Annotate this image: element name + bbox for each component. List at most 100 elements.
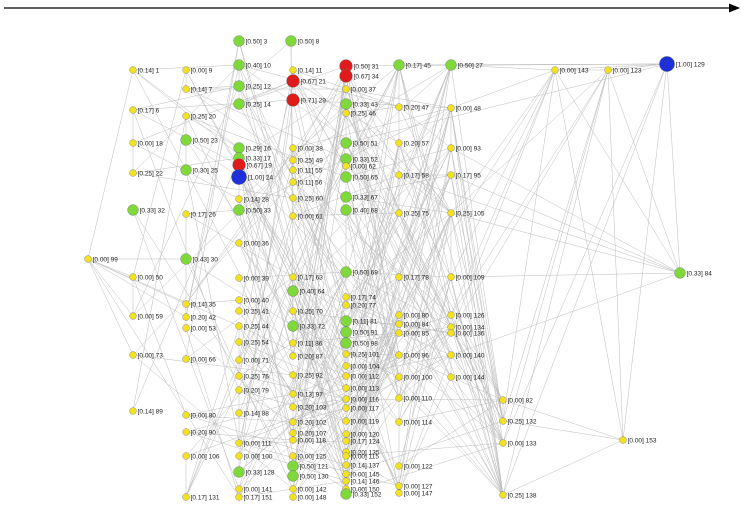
- node-label: [0.17] 26: [191, 211, 217, 218]
- graph-edge: [345, 64, 452, 482]
- graph-edge: [398, 323, 452, 334]
- node-label: [0.00] 153: [628, 437, 657, 444]
- graph-edge: [502, 63, 668, 496]
- graph-node: [0.50] 65: [340, 171, 378, 183]
- node-marker: [233, 204, 245, 216]
- node-label: [0.00] 18: [138, 140, 164, 147]
- node-label: [0.30] 25: [193, 167, 219, 174]
- graph-edge: [450, 174, 681, 274]
- node-label: [0.40] 10: [246, 62, 272, 69]
- graph-edge: [185, 169, 347, 482]
- node-label: [0.25] 54: [244, 339, 270, 346]
- node-marker: [619, 436, 627, 444]
- node-label: [0.00] 62: [351, 163, 377, 170]
- node-marker: [182, 493, 190, 501]
- node-label: [0.00] 116: [351, 396, 380, 403]
- graph-node: [0.00] 153: [619, 436, 657, 444]
- graph-node: [0.00] 118: [289, 436, 326, 444]
- graph-node: [0.00] 116: [342, 395, 380, 403]
- node-marker: [129, 312, 137, 320]
- node-marker: [342, 477, 350, 485]
- node-marker: [233, 466, 245, 478]
- timeline-arrow-head: [729, 3, 740, 13]
- graph-edge: [554, 69, 681, 274]
- graph-edge: [345, 103, 452, 214]
- graph-edge: [345, 64, 400, 178]
- graph-edge: [450, 69, 556, 109]
- graph-edge: [238, 40, 292, 87]
- graph-edge: [345, 212, 400, 367]
- node-label: [0.17] 95: [456, 172, 482, 179]
- node-marker: [287, 460, 299, 472]
- graph-edge: [398, 276, 452, 467]
- graph-edge: [238, 176, 400, 487]
- graph-node: [0.20] 77: [342, 301, 376, 309]
- node-marker: [340, 337, 352, 349]
- graph-edge: [185, 387, 347, 433]
- node-label: [0.00] 148: [298, 494, 327, 501]
- node-marker: [289, 307, 297, 315]
- node-label: [0.50] 69: [353, 269, 379, 276]
- graph-edge: [185, 431, 347, 482]
- node-marker: [233, 59, 245, 71]
- node-marker: [499, 417, 507, 425]
- node-label: [0.00] 111: [244, 440, 272, 447]
- node-label: [0.00] 134: [456, 324, 485, 331]
- graph-edge: [185, 327, 240, 498]
- graph-edge: [398, 212, 452, 378]
- graph-edge: [238, 85, 347, 435]
- node-label: [0.67] 21: [301, 78, 327, 85]
- graph-edge: [238, 64, 400, 200]
- graph-node: [0.40] 10: [233, 59, 272, 71]
- graph-edge: [398, 212, 452, 325]
- node-label: [0.17] 63: [298, 274, 324, 281]
- graph-node: [0.00] 50: [129, 273, 163, 281]
- node-marker: [395, 489, 403, 497]
- node-marker: [604, 66, 612, 74]
- node-label: [0.00] 127: [404, 483, 433, 490]
- node-label: [0.00] 147: [404, 490, 433, 497]
- node-label: [0.00] 85: [404, 330, 430, 337]
- graph-edge: [398, 107, 452, 334]
- graph-edge: [345, 147, 452, 178]
- graph-node: [0.11] 81: [340, 315, 378, 327]
- graph-node: [0.00] 143: [551, 66, 589, 74]
- graph-edge: [450, 376, 504, 401]
- node-marker: [84, 255, 92, 263]
- node-marker: [499, 439, 507, 447]
- graph-edge: [345, 304, 400, 356]
- node-marker: [180, 164, 192, 176]
- node-label: [0.00] 140: [456, 352, 485, 359]
- node-label: [0.20] 102: [298, 419, 327, 426]
- node-label: [1.00] 129: [676, 61, 705, 68]
- node-label: [0.33] 17: [246, 155, 272, 162]
- graph-node: [0.17] 6: [129, 106, 160, 114]
- graph-edge: [398, 142, 504, 444]
- graph-node: [0.00] 112: [342, 372, 379, 380]
- graph-edge: [345, 174, 400, 457]
- graph-edge: [238, 398, 347, 490]
- graph-edge: [292, 112, 347, 327]
- node-marker: [342, 301, 350, 309]
- node-marker: [395, 394, 403, 402]
- graph-node: [0.25] 132: [499, 417, 537, 425]
- node-marker: [182, 210, 190, 218]
- node-marker: [182, 66, 190, 74]
- graph-edge: [292, 433, 347, 467]
- node-label: [0.00] 125: [298, 453, 327, 460]
- graph-node: [0.00] 136: [447, 329, 485, 337]
- graph-edge: [238, 198, 347, 306]
- graph-node: [0.50] 23: [180, 134, 218, 146]
- node-label: [0.00] 80: [404, 312, 430, 319]
- node-marker: [235, 372, 243, 380]
- graph-edge: [132, 181, 294, 356]
- graph-edge: [345, 271, 452, 328]
- node-marker: [342, 350, 350, 358]
- graph-edge: [398, 106, 452, 149]
- node-label: [0.00] 71: [244, 357, 270, 364]
- graph-edge: [345, 106, 400, 114]
- graph-edge: [238, 198, 294, 441]
- node-label: [0.20] 107: [298, 430, 327, 437]
- graph-edge: [607, 63, 668, 71]
